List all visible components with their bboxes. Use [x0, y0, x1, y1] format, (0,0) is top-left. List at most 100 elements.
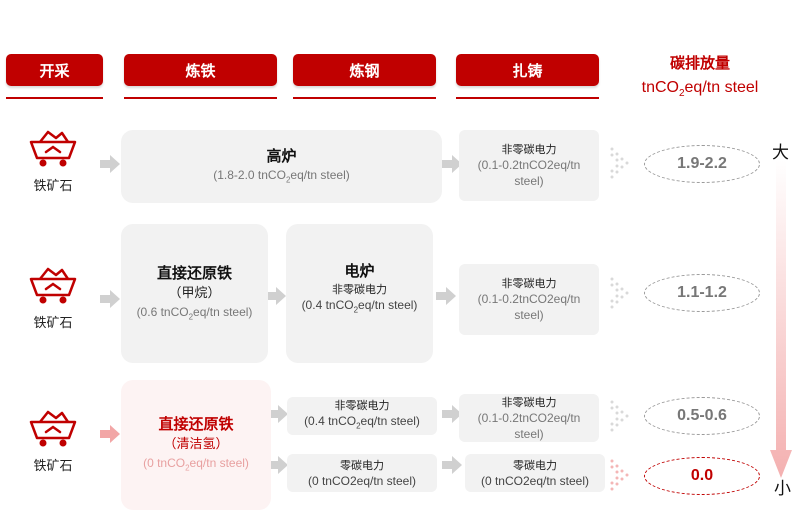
- blast-furnace-title: 高炉: [266, 146, 297, 165]
- blast-furnace-value: (1.8-2.0 tnCO2eq/tn steel): [213, 167, 350, 188]
- arrow-right-icon: [442, 405, 462, 423]
- scale-low-label: 小: [774, 479, 791, 499]
- emission-oval-3b: 0.0: [644, 457, 760, 495]
- dri-hydrogen-title: 直接还原铁: [158, 415, 234, 434]
- electric-furnace-value: (0.4 tnCO2eq/tn steel): [302, 297, 418, 318]
- ore-2: 铁矿石: [23, 265, 83, 331]
- rolling-box-2: 非零碳电力 (0.1-0.2tnCO2eq/tn steel): [459, 264, 599, 335]
- rolling-value-line2: steel): [514, 308, 544, 322]
- ore-label: 铁矿石: [33, 459, 73, 474]
- rolling-title: 非零碳电力: [501, 277, 557, 290]
- stage-mining-label: 开采: [39, 61, 70, 80]
- dotted-chevron-icon: [610, 277, 629, 309]
- value-prefix: (0 tnCO: [143, 456, 186, 471]
- value-prefix: (0.6 tnCO: [136, 304, 189, 319]
- dotted-chevron-icon: [610, 147, 629, 179]
- electric-furnace-title: 电炉: [344, 262, 375, 280]
- value-suffix: eq/tn steel): [358, 298, 418, 312]
- stage-rolling-label: 扎铸: [512, 61, 543, 80]
- steel-box-3b: 零碳电力 (0 tnCO2eq/tn steel): [287, 454, 437, 492]
- stage-rolling-underline: [456, 97, 599, 99]
- emission-value: 0.5-0.6: [677, 407, 727, 424]
- stage-mining: 开采: [6, 54, 103, 86]
- emission-value: 1.1-1.2: [677, 284, 727, 301]
- steel-3a-value: (0.4 tnCO2eq/tn steel): [304, 413, 420, 434]
- arrow-right-icon: [268, 456, 288, 474]
- stage-steelmaking-label: 炼钢: [349, 61, 380, 80]
- emissions-unit: tnCO2eq/tn steel: [620, 79, 780, 99]
- arrow-right-icon: [100, 425, 120, 443]
- emissions-unit-sub: 2: [678, 88, 685, 100]
- rolling-3b-value: (0 tnCO2eq/tn steel): [480, 473, 590, 488]
- rolling-value-line2: steel): [514, 426, 544, 441]
- stage-rolling: 扎铸: [456, 54, 599, 86]
- scale-high-label: 大: [772, 143, 789, 163]
- rolling-value-line2: steel): [514, 174, 544, 188]
- emissions-unit-suffix: eq/tn steel: [684, 79, 759, 96]
- emissions-title: 碳排放量: [669, 54, 730, 72]
- emissions-unit-prefix: tnCO: [641, 79, 679, 96]
- emission-value: 0.0: [690, 467, 714, 484]
- arrow-right-icon: [436, 287, 456, 305]
- value-sub: 2: [188, 312, 194, 322]
- dri-methane-box: 直接还原铁 （甲烷） (0.6 tnCO2eq/tn steel): [121, 224, 268, 363]
- emission-value: 1.9-2.2: [677, 155, 727, 172]
- emission-oval-3a: 0.5-0.6: [644, 397, 760, 435]
- rolling-box-3a: 非零碳电力 (0.1-0.2tnCO2eq/tn steel): [459, 394, 599, 442]
- rolling-value-line1: (0.1-0.2tnCO2eq/tn: [477, 410, 581, 425]
- ore-cart-icon: [29, 410, 77, 447]
- steel-3a-title: 非零碳电力: [334, 398, 390, 412]
- value-prefix: (0.4 tnCO: [304, 413, 357, 428]
- rolling-3b-title: 零碳电力: [513, 458, 557, 472]
- rolling-title: 非零碳电力: [501, 395, 557, 409]
- value-prefix: (1.8-2.0 tnCO: [213, 167, 286, 182]
- value-sub: 2: [356, 421, 361, 431]
- value-sub: 2: [285, 175, 291, 185]
- arrow-right-icon: [266, 287, 286, 305]
- rolling-value-line1: (0.1-0.2tnCO2eq/tn: [477, 292, 581, 306]
- dri-hydrogen-box: 直接还原铁 （清洁氢） (0 tnCO2eq/tn steel): [121, 380, 271, 510]
- rolling-box-1: 非零碳电力 (0.1-0.2tnCO2eq/tn steel): [459, 130, 599, 201]
- value-prefix: (0.4 tnCO: [301, 298, 354, 312]
- blast-furnace-box: 高炉 (1.8-2.0 tnCO2eq/tn steel): [121, 130, 442, 203]
- arrow-right-icon: [442, 155, 462, 173]
- rolling-box-3b: 零碳电力 (0 tnCO2eq/tn steel): [465, 454, 605, 492]
- dri-methane-subtitle: （甲烷）: [168, 285, 221, 301]
- stage-ironmaking: 炼铁: [124, 54, 277, 86]
- emission-oval-2: 1.1-1.2: [644, 274, 760, 312]
- dri-hydrogen-value: (0 tnCO2eq/tn steel): [143, 455, 249, 476]
- rolling-value-line1: (0.1-0.2tnCO2eq/tn: [477, 158, 581, 172]
- electric-furnace-subtitle: 非零碳电力: [332, 283, 387, 296]
- stage-mining-underline: [6, 97, 103, 99]
- value-suffix: eq/tn steel): [360, 413, 420, 428]
- value-sub: 2: [353, 305, 359, 315]
- ore-cart-icon: [29, 267, 77, 304]
- arrow-right-icon: [100, 290, 120, 308]
- electric-furnace-box: 电炉 非零碳电力 (0.4 tnCO2eq/tn steel): [286, 224, 433, 363]
- ore-cart-icon: [29, 130, 77, 167]
- arrow-right-icon: [268, 405, 288, 423]
- dri-methane-value: (0.6 tnCO2eq/tn steel): [137, 304, 253, 325]
- steel-box-3a: 非零碳电力 (0.4 tnCO2eq/tn steel): [287, 397, 437, 435]
- ore-label: 铁矿石: [33, 179, 73, 194]
- value-suffix: eq/tn steel): [290, 167, 350, 182]
- arrow-right-icon: [442, 456, 462, 474]
- value-suffix: eq/tn steel): [193, 304, 253, 319]
- steel-3b-value: (0 tnCO2eq/tn steel): [307, 473, 417, 488]
- steel-3b-title: 零碳电力: [340, 458, 384, 472]
- emissions-header: 碳排放量 tnCO2eq/tn steel: [620, 52, 780, 99]
- dri-hydrogen-subtitle: （清洁氢）: [163, 437, 229, 453]
- value-sub: 2: [185, 463, 190, 473]
- dotted-chevron-icon: [610, 400, 629, 432]
- arrow-right-icon: [100, 155, 120, 173]
- dri-methane-title: 直接还原铁: [156, 263, 232, 282]
- emission-oval-1: 1.9-2.2: [644, 145, 760, 183]
- value-suffix: eq/tn steel): [189, 456, 249, 471]
- scale-down-arrow-icon: [770, 160, 792, 478]
- stage-ironmaking-underline: [124, 97, 277, 99]
- ore-3: 铁矿石: [23, 408, 83, 474]
- stage-steelmaking-underline: [293, 97, 436, 99]
- ore-1: 铁矿石: [23, 128, 83, 194]
- stage-steelmaking: 炼钢: [293, 54, 436, 86]
- dotted-chevron-icon: [610, 459, 629, 491]
